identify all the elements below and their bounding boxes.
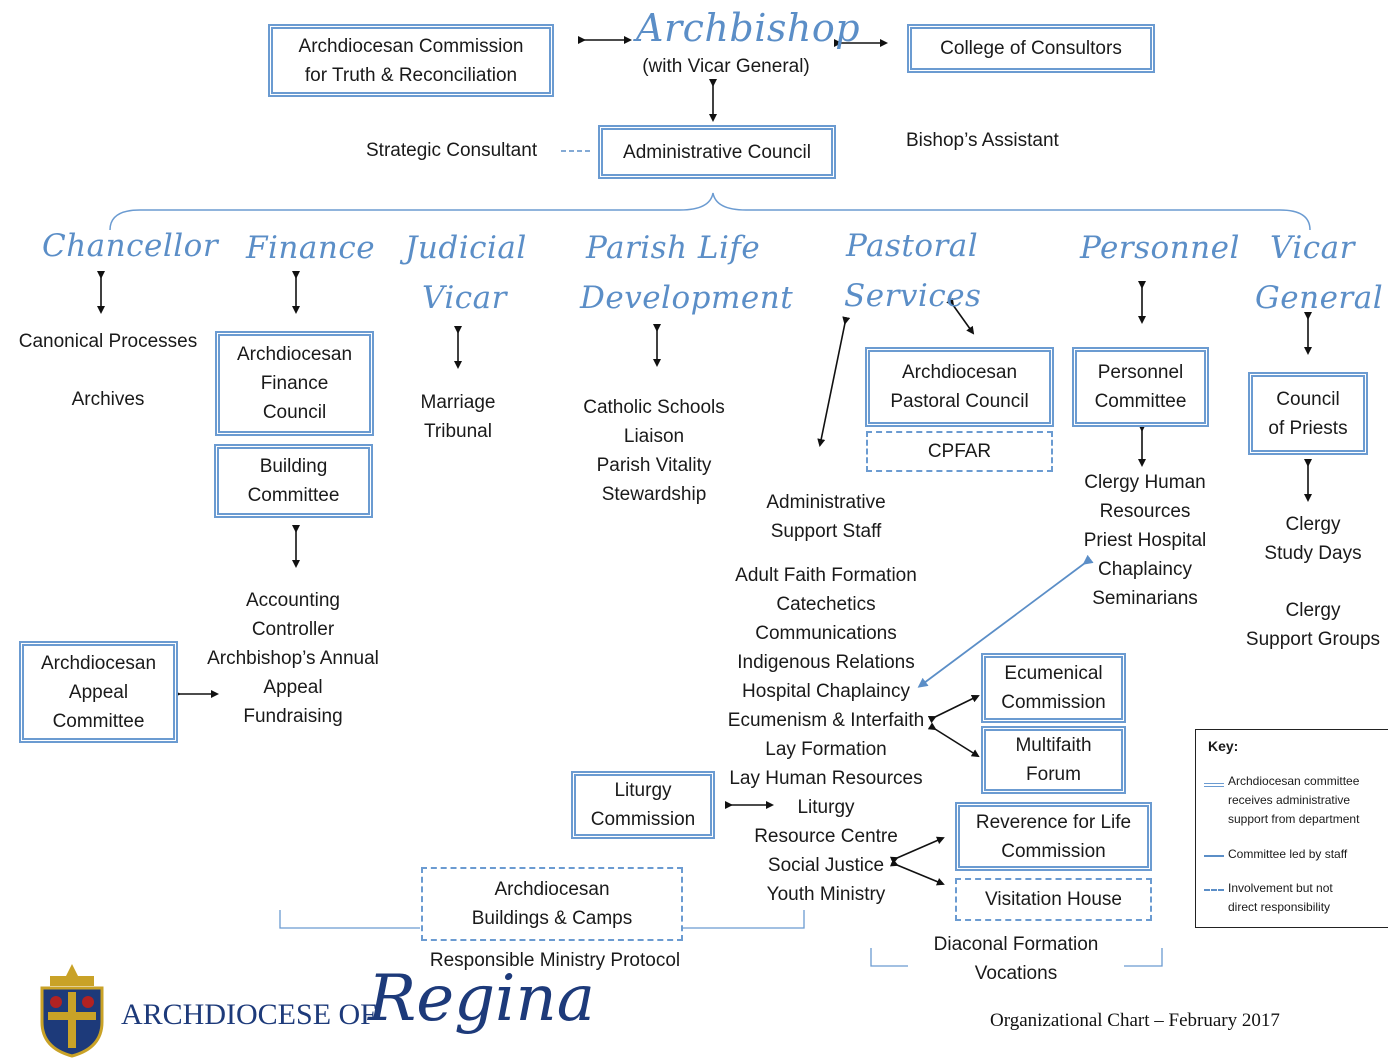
arrow-chaplaincy-link xyxy=(917,554,1094,688)
bracket-right xyxy=(683,910,805,929)
key-double-line xyxy=(1204,783,1224,787)
strategic-consultant: Strategic Consultant xyxy=(366,140,538,161)
dept-chancellor-title: Chancellor xyxy=(42,228,219,264)
bracket-diaconal-right xyxy=(1124,948,1163,967)
visitation-box: Visitation House xyxy=(955,878,1152,921)
chancellor-item: Archives xyxy=(71,389,145,410)
logo-script: Regina xyxy=(368,962,595,1036)
college-consultors-label: College of Consultors xyxy=(940,38,1122,59)
dept-vicar-title-2: General xyxy=(1255,280,1384,316)
chart-footer: Organizational Chart – February 2017 xyxy=(990,1010,1280,1031)
key-title: Key: xyxy=(1208,738,1239,754)
arrow-multifaith xyxy=(927,722,980,758)
bracket-left xyxy=(279,910,420,929)
visitation-label: Visitation House xyxy=(985,889,1122,910)
bracket-diaconal-left xyxy=(870,948,908,967)
cpfar-box: CPFAR xyxy=(866,431,1053,472)
department-brace xyxy=(109,192,1311,231)
dept-pastoral-title-2: Services xyxy=(844,278,982,314)
arrow-pastoral-staff xyxy=(817,316,851,447)
crest-icon xyxy=(32,962,112,1058)
arrow-ecumenical xyxy=(927,695,980,724)
dept-pastoral-title-1: Pastoral xyxy=(846,228,979,264)
dept-parish-title-1: Parish Life xyxy=(586,230,761,266)
cpfar-label: CPFAR xyxy=(927,441,992,462)
dept-vicar-title-1: Vicar xyxy=(1270,230,1355,266)
key-entry-2: Committee led by staff xyxy=(1228,847,1348,861)
key-dashed-line xyxy=(1204,889,1224,891)
archbishop-title: Archbishop xyxy=(636,6,861,50)
protocol-label: Responsible Ministry Protocol xyxy=(429,950,681,971)
key-solid-line xyxy=(1204,855,1224,857)
logo-text: ARCHDIOCESE OF xyxy=(121,998,377,1031)
dept-personnel-title: Personnel xyxy=(1080,230,1240,266)
arrow-reverence xyxy=(889,836,945,865)
arrow-visitation xyxy=(889,859,945,886)
admin-council-box: Administrative Council xyxy=(598,125,836,179)
dept-judicial-title-2: Vicar xyxy=(422,280,507,316)
bishops-assistant: Bishop’s Assistant xyxy=(906,130,1059,151)
arrow-pastoral-council xyxy=(946,297,975,335)
chancellor-item: Canonical Processes xyxy=(18,331,198,352)
college-consultors-box: College of Consultors xyxy=(907,24,1155,73)
dept-judicial-title-1: Judicial xyxy=(405,230,527,266)
archbishop-subtitle: (with Vicar General) xyxy=(642,56,810,77)
dept-parish-title-2: Development xyxy=(580,280,794,316)
admin-council-label: Administrative Council xyxy=(623,141,811,163)
dept-finance-title: Finance xyxy=(246,230,376,266)
